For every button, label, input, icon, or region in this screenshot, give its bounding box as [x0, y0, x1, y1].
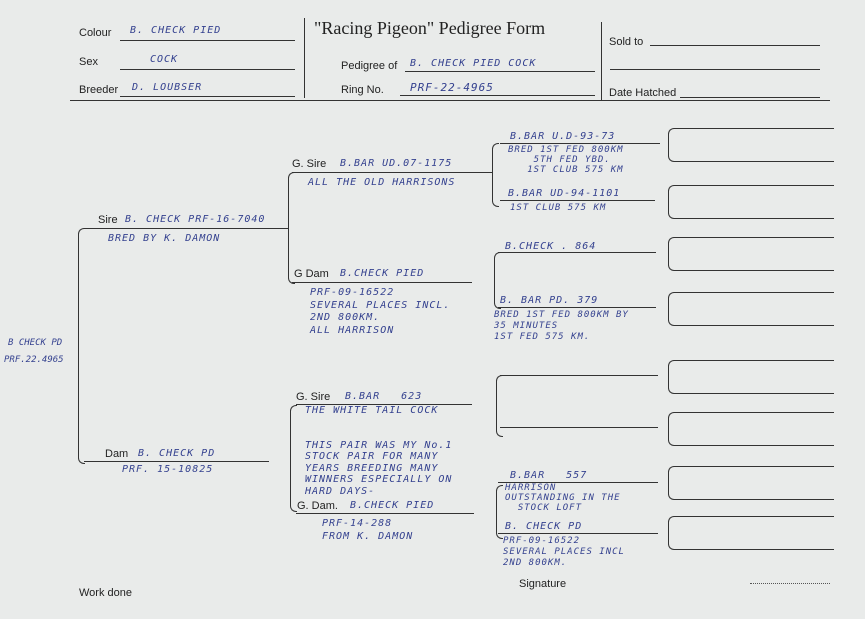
ggen-7-note: HARRISON OUTSTANDING IN THE STOCK LOFT — [505, 483, 621, 513]
bird-ring: PRF.22.4965 — [4, 355, 64, 365]
ggen-8-name[interactable]: B. CHECK PD — [505, 521, 583, 532]
ggen-2-note: 1ST CLUB 575 KM — [510, 203, 607, 213]
signature-line[interactable] — [750, 583, 830, 584]
gggen-box-2[interactable] — [674, 185, 834, 219]
bird-name: B CHECK PD — [8, 338, 63, 348]
dam-note: PRF. 15-10825 — [122, 464, 214, 475]
dam-gsire-note: THE WHITE TAIL COCK THIS PAIR WAS MY No.… — [305, 405, 453, 497]
pedigree-of-label: Pedigree of — [341, 60, 398, 72]
gggen-box-6[interactable] — [674, 412, 834, 446]
ggen-7-name[interactable]: B.BAR 557 — [510, 470, 588, 481]
colour-value[interactable]: B. CHECK PIED — [130, 25, 222, 36]
ring-label: Ring No. — [341, 84, 384, 96]
sire-gsire-note: ALL THE OLD HARRISONS — [308, 177, 456, 188]
sire-gdam-label: G Dam — [294, 268, 329, 280]
dam-label: Dam — [105, 448, 129, 460]
work-done-label: Work done — [79, 587, 132, 599]
sire-gsire-label: G. Sire — [292, 158, 327, 170]
breeder-label: Breeder — [79, 84, 119, 96]
sire-gdam-note: PRF-09-16522 SEVERAL PLACES INCL. 2ND 80… — [310, 287, 451, 336]
breeder-value[interactable]: D. LOUBSER — [132, 82, 203, 93]
sex-value[interactable]: COCK — [150, 54, 179, 65]
dam-gdam-label: G. Dam. — [297, 500, 338, 512]
ggen-1-name[interactable]: B.BAR U.D-93-73 — [510, 131, 616, 142]
sire-name[interactable]: B. CHECK PRF-16-7040 — [125, 214, 266, 225]
dam-name[interactable]: B. CHECK PD — [138, 448, 216, 459]
ggen-1-note: BRED 1ST FED 800KM 5TH FED YBD. 1ST CLUB… — [508, 145, 624, 175]
sold-to-label: Sold to — [609, 36, 644, 48]
ggen-6-line[interactable] — [500, 427, 658, 428]
gggen-box-3[interactable] — [674, 237, 834, 271]
ggen-5-line[interactable] — [500, 375, 658, 376]
date-hatched-label: Date Hatched — [609, 87, 677, 99]
form-title: "Racing Pigeon" Pedigree Form — [314, 18, 546, 38]
ring-value[interactable]: PRF-22-4965 — [410, 81, 494, 94]
gggen-box-4[interactable] — [674, 292, 834, 326]
gggen-box-1[interactable] — [674, 128, 834, 162]
dam-gsire-label: G. Sire — [296, 391, 331, 403]
gggen-box-8[interactable] — [674, 516, 834, 550]
gggen-box-7[interactable] — [674, 466, 834, 500]
colour-label: Colour — [79, 27, 112, 39]
sire-label: Sire — [98, 214, 118, 226]
ggen-4-name[interactable]: B. BAR PD. 379 — [500, 295, 599, 306]
sex-label: Sex — [79, 56, 98, 68]
ggen-2-name[interactable]: B.BAR UD-94-1101 — [508, 188, 621, 199]
sire-gsire-name[interactable]: B.BAR UD.07-1175 — [340, 158, 453, 169]
sire-note: BRED BY K. DAMON — [108, 233, 221, 244]
dam-gdam-name[interactable]: B.CHECK PIED — [350, 500, 435, 511]
dam-gdam-note: PRF-14-288 FROM K. DAMON — [322, 518, 414, 542]
ggen-3-name[interactable]: B.CHECK . 864 — [505, 241, 597, 252]
gggen-box-5[interactable] — [674, 360, 834, 394]
dam-gsire-name[interactable]: B.BAR 623 — [345, 391, 423, 402]
signature-label: Signature — [519, 578, 567, 590]
pedigree-of-value[interactable]: B. CHECK PIED COCK — [410, 58, 537, 69]
sire-gdam-name[interactable]: B.CHECK PIED — [340, 268, 425, 279]
ggen-4-note: BRED 1ST FED 800KM BY 35 MINUTES 1ST FED… — [494, 310, 629, 342]
ggen-8-note: PRF-09-16522 SEVERAL PLACES INCL 2ND 800… — [503, 536, 625, 568]
